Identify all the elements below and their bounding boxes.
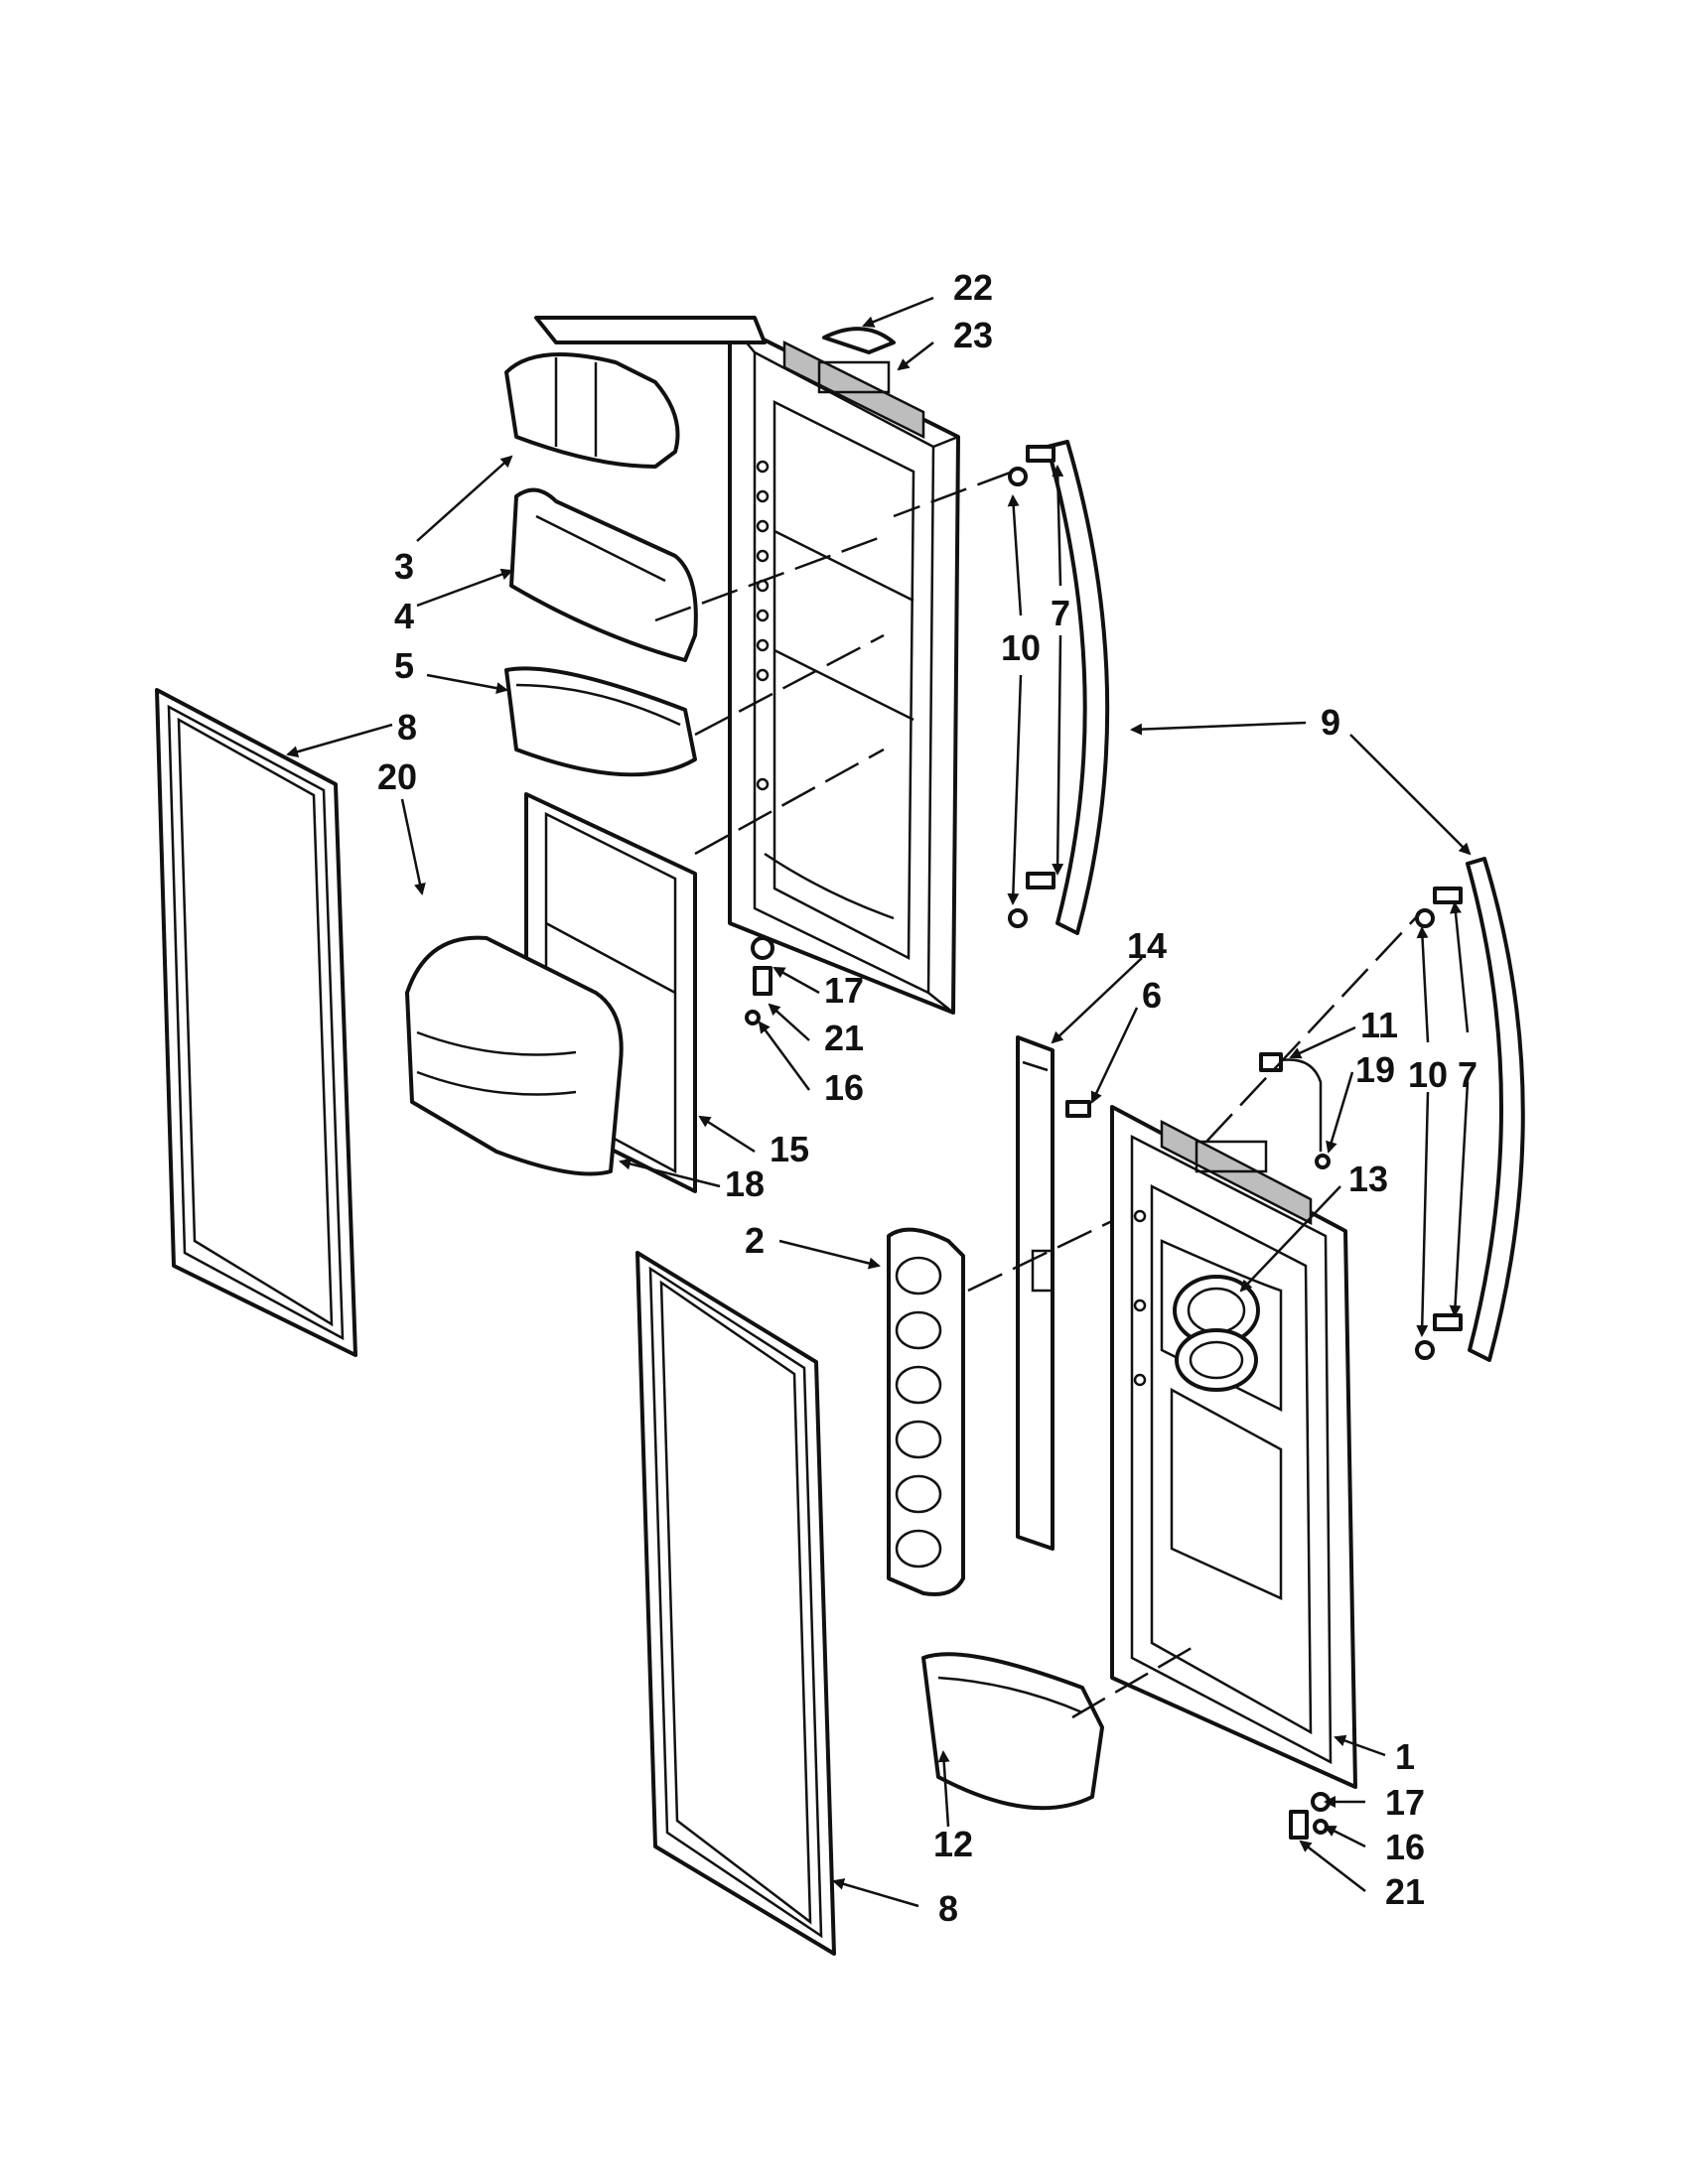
callout-15: 15 bbox=[770, 1129, 809, 1169]
screw-6 bbox=[1065, 1100, 1091, 1118]
callout-10-lower: 10 bbox=[1408, 1054, 1448, 1095]
hinge-pin-upper bbox=[745, 936, 774, 1025]
callout-7-lower: 7 bbox=[1458, 1054, 1477, 1095]
callout-10-upper: 10 bbox=[1001, 627, 1041, 668]
callout-11: 11 bbox=[1360, 1005, 1398, 1045]
door-gasket-right bbox=[635, 1251, 836, 1956]
ice-chute-door bbox=[1173, 1275, 1260, 1392]
callout-17-lower: 17 bbox=[1385, 1782, 1425, 1823]
callout-13: 13 bbox=[1348, 1159, 1388, 1199]
callout-labels: 22 23 3 4 5 8 20 10 7 9 14 6 11 19 10 7 … bbox=[377, 267, 1477, 1929]
assembly-lines bbox=[654, 470, 1421, 1719]
callout-14: 14 bbox=[1127, 925, 1167, 966]
door-bin-small-upper bbox=[504, 666, 697, 777]
door-handle-lower bbox=[1466, 857, 1525, 1362]
callout-leaders bbox=[286, 296, 1472, 1908]
ice-bin-front bbox=[405, 935, 624, 1176]
hinge-trim-bar bbox=[1016, 1035, 1055, 1551]
hinge-pin-lower bbox=[1289, 1792, 1331, 1840]
callout-7-upper: 7 bbox=[1051, 593, 1070, 633]
callout-22: 22 bbox=[953, 267, 993, 308]
dairy-bin bbox=[509, 487, 698, 662]
callout-12: 12 bbox=[933, 1824, 973, 1864]
callout-9: 9 bbox=[1321, 702, 1340, 743]
callout-17-upper: 17 bbox=[824, 970, 864, 1011]
callout-8-upper: 8 bbox=[397, 707, 417, 748]
callout-21-lower: 21 bbox=[1385, 1871, 1425, 1912]
callout-16-upper: 16 bbox=[824, 1067, 864, 1108]
door-liner-lower bbox=[1110, 1105, 1357, 1789]
hardware-screws-upper bbox=[1008, 445, 1055, 928]
bin-pockets bbox=[895, 1256, 942, 1569]
callout-20: 20 bbox=[377, 756, 417, 797]
callout-2: 2 bbox=[745, 1220, 765, 1261]
callout-21-upper: 21 bbox=[824, 1018, 864, 1058]
door-handle-upper bbox=[1046, 440, 1110, 935]
callout-8-lower: 8 bbox=[938, 1888, 958, 1929]
wire-harness bbox=[1259, 1052, 1331, 1169]
door-gasket-left bbox=[155, 688, 357, 1357]
callout-23: 23 bbox=[953, 315, 993, 355]
callout-3: 3 bbox=[394, 546, 414, 587]
door-bin-small-lower bbox=[921, 1652, 1104, 1811]
door-liner-upper bbox=[728, 321, 960, 1015]
dairy-door bbox=[504, 352, 680, 469]
hardware-screws-lower bbox=[1415, 887, 1463, 1360]
door-bin-tall bbox=[887, 1227, 965, 1596]
callout-18: 18 bbox=[725, 1163, 765, 1204]
callout-4: 4 bbox=[394, 596, 414, 636]
callout-5: 5 bbox=[394, 645, 414, 686]
callout-19: 19 bbox=[1355, 1049, 1395, 1090]
callout-6: 6 bbox=[1142, 975, 1162, 1016]
callout-1: 1 bbox=[1395, 1736, 1415, 1777]
callout-16-lower: 16 bbox=[1385, 1827, 1425, 1867]
hinge-bracket bbox=[534, 316, 896, 354]
